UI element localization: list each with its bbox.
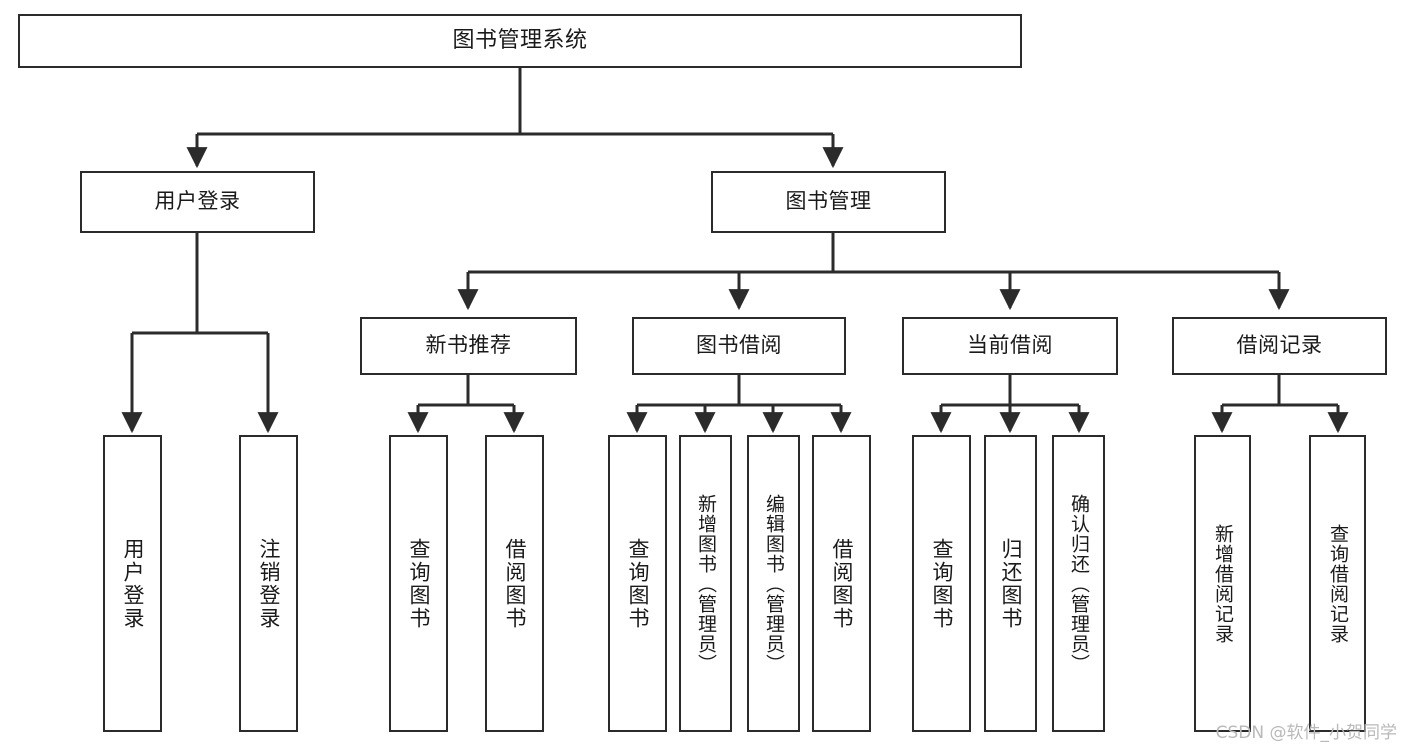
- node-label: 借阅记录: [1236, 333, 1323, 358]
- node-label: 借阅图书: [830, 537, 854, 630]
- node-label: 新书推荐: [425, 333, 512, 358]
- leaf-return-book[interactable]: 归还图书: [984, 435, 1037, 732]
- node-label: 新增图书（管理员）: [695, 493, 717, 674]
- node-root-book-management-system[interactable]: 图书管理系统: [18, 14, 1022, 68]
- node-current-borrowing[interactable]: 当前借阅: [902, 317, 1118, 375]
- leaf-edit-book-admin[interactable]: 编辑图书（管理员）: [747, 435, 800, 732]
- node-label: 查询图书: [626, 537, 650, 630]
- leaf-confirm-return-admin[interactable]: 确认归还（管理员）: [1052, 435, 1105, 732]
- leaf-borrow-book-borrowing[interactable]: 借阅图书: [812, 435, 871, 732]
- node-label: 当前借阅: [967, 333, 1053, 358]
- node-label: 用户登录: [154, 189, 241, 214]
- node-label: 确认归还（管理员）: [1068, 493, 1090, 674]
- node-label: 图书借阅: [696, 333, 782, 358]
- node-label: 查询图书: [407, 537, 431, 630]
- node-label: 用户登录: [121, 537, 145, 630]
- leaf-query-book-recommendation[interactable]: 查询图书: [389, 435, 448, 732]
- node-label: 图书管理: [785, 189, 872, 214]
- leaf-add-borrowing-record[interactable]: 新增借阅记录: [1194, 435, 1251, 732]
- leaf-user-logout[interactable]: 注销登录: [239, 435, 298, 732]
- node-label: 注销登录: [257, 537, 281, 630]
- node-label: 借阅图书: [503, 537, 527, 630]
- leaf-query-book-current[interactable]: 查询图书: [912, 435, 971, 732]
- leaf-query-book-borrowing[interactable]: 查询图书: [608, 435, 667, 732]
- node-book-borrowing[interactable]: 图书借阅: [632, 317, 846, 375]
- node-label: 图书管理系统: [452, 27, 588, 53]
- node-new-book-recommendation[interactable]: 新书推荐: [360, 317, 577, 375]
- node-user-login[interactable]: 用户登录: [80, 171, 315, 233]
- leaf-query-borrowing-record[interactable]: 查询借阅记录: [1309, 435, 1366, 732]
- node-label: 查询图书: [930, 537, 954, 630]
- node-label: 新增借阅记录: [1212, 523, 1234, 644]
- node-label: 编辑图书（管理员）: [763, 493, 785, 674]
- csdn-watermark: CSDN @软件_小贺同学: [1215, 723, 1397, 743]
- node-book-management[interactable]: 图书管理: [711, 171, 946, 233]
- leaf-user-login[interactable]: 用户登录: [103, 435, 162, 732]
- node-borrowing-record[interactable]: 借阅记录: [1172, 317, 1387, 375]
- node-label: 查询借阅记录: [1327, 523, 1349, 644]
- leaf-add-book-admin[interactable]: 新增图书（管理员）: [679, 435, 732, 732]
- node-label: 归还图书: [999, 537, 1023, 630]
- leaf-borrow-book-recommendation[interactable]: 借阅图书: [485, 435, 544, 732]
